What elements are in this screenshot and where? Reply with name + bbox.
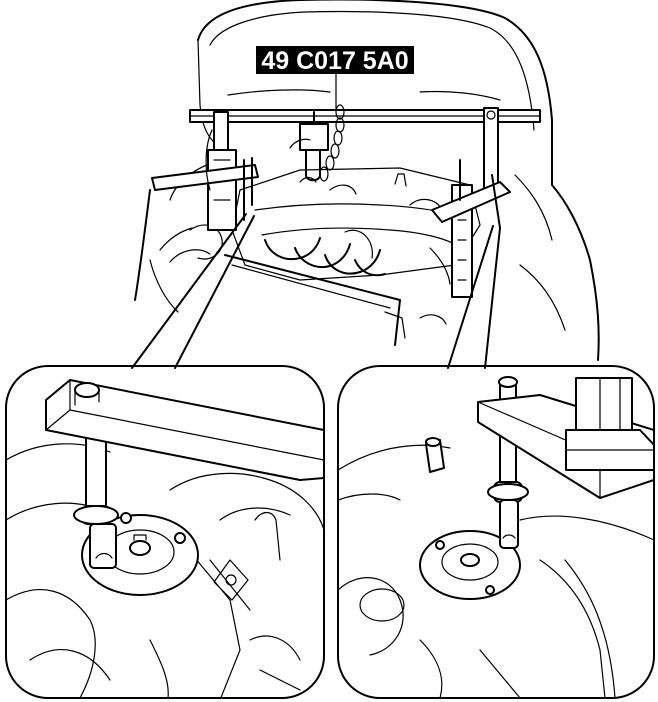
detail-leader-right xyxy=(447,225,501,369)
right-detail-view xyxy=(337,365,655,699)
left-support-arm xyxy=(151,164,259,191)
engine-compartment-overview: 49 C017 5A0 xyxy=(131,0,600,369)
rod-hook-end xyxy=(89,523,117,569)
left-detail-frame xyxy=(5,365,325,699)
lifting-chain xyxy=(319,104,345,182)
rod-hook-end-right xyxy=(499,499,519,549)
right-slide-bracket-detail xyxy=(575,377,633,437)
right-support-post xyxy=(483,107,499,189)
right-detail-frame xyxy=(337,365,655,699)
tool-label-background xyxy=(256,46,414,74)
center-hook-block xyxy=(299,123,329,151)
tool-part-number-label: 49 C017 5A0 xyxy=(256,46,414,75)
right-support-arm xyxy=(431,181,511,223)
tool-part-number: 49 C017 5A0 xyxy=(261,47,408,75)
left-detail-view xyxy=(5,365,325,699)
open-hood xyxy=(197,0,553,186)
detail-leader-left xyxy=(131,213,255,369)
engine-support-tool xyxy=(151,104,541,298)
vehicle-body xyxy=(134,161,600,361)
left-slide-bracket xyxy=(207,149,237,231)
